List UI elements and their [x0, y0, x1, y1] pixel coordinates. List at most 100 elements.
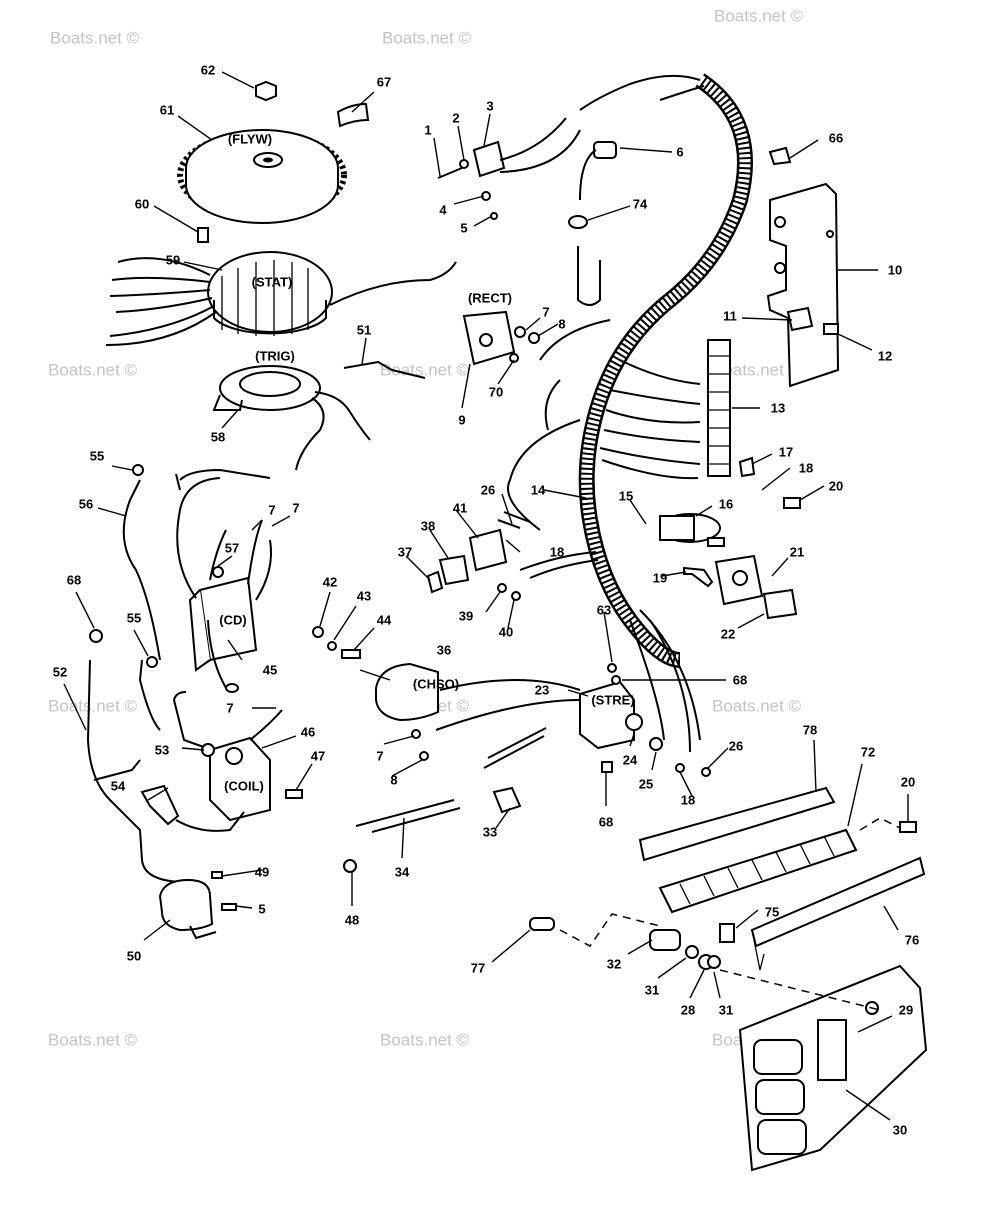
lead-part	[355, 799, 455, 827]
lead-part	[179, 468, 271, 481]
callout-9: 9	[458, 413, 465, 428]
watermark: Boats.net ©	[714, 7, 804, 26]
callout-1: 1	[424, 123, 431, 138]
leader-lines	[63, 71, 909, 1121]
callout-18b: 18	[550, 545, 564, 560]
tag-choke-solenoid: (CHSO)	[413, 677, 459, 692]
callout-31: 31	[645, 983, 659, 998]
callout-49: 49	[255, 865, 269, 880]
nut-part	[762, 588, 798, 620]
tag-trigger: (TRIG)	[255, 349, 295, 364]
callout-68: 68	[733, 673, 747, 688]
tag-rectifier: (RECT)	[468, 291, 512, 306]
callout-10: 10	[888, 263, 902, 278]
callout-59: 59	[166, 253, 180, 268]
callout-26: 26	[481, 483, 495, 498]
screw-part	[601, 761, 613, 773]
callout-7c: 7	[376, 749, 383, 764]
callout-7b: 7	[226, 701, 233, 716]
callout-32: 32	[607, 957, 621, 972]
back-plate-part	[738, 964, 928, 1172]
screw-part	[89, 629, 103, 643]
callout-77: 77	[471, 961, 485, 976]
screw-part	[132, 464, 144, 476]
terminal-part	[738, 456, 756, 478]
lead-part	[343, 360, 426, 379]
callout-24: 24	[623, 753, 638, 768]
callout-5: 5	[460, 221, 467, 236]
callout-37: 37	[398, 545, 412, 560]
fuse-part	[529, 917, 555, 931]
nut-part	[312, 626, 324, 638]
ignition-switch-part	[659, 513, 725, 547]
callout-20b: 20	[901, 775, 915, 790]
tag-stator: (STAT)	[252, 275, 293, 290]
screw-part	[341, 649, 361, 659]
watermark: Boats.net ©	[48, 697, 138, 716]
callout-68b: 68	[599, 815, 613, 830]
callout-22: 22	[721, 627, 735, 642]
callout-25: 25	[639, 777, 653, 792]
washer-part	[327, 641, 337, 651]
callout-50: 50	[127, 949, 141, 964]
tag-cd-module: (CD)	[219, 613, 246, 628]
choke-solenoid-part	[375, 662, 581, 731]
callout-55b: 55	[127, 611, 141, 626]
callout-70: 70	[489, 385, 503, 400]
stator-leads	[105, 257, 457, 346]
screw-part	[823, 323, 839, 335]
callout-56: 56	[79, 497, 93, 512]
lead-part	[497, 511, 531, 529]
nut-part	[607, 663, 617, 673]
callout-47: 47	[311, 749, 325, 764]
callout-5b: 5	[258, 902, 265, 917]
watermark: Boats.net ©	[48, 1031, 138, 1050]
module-part	[426, 528, 508, 594]
screw-part	[611, 675, 621, 685]
callout-36: 36	[437, 643, 451, 658]
screw-part	[211, 871, 223, 879]
screw-part	[509, 353, 519, 363]
clip-part	[492, 786, 522, 814]
callout-11: 11	[723, 309, 737, 324]
callout-72: 72	[861, 745, 875, 760]
callout-44: 44	[377, 613, 392, 628]
callout-7d: 7	[268, 503, 275, 518]
watermark: Boats.net ©	[48, 361, 138, 380]
clip-part	[768, 146, 792, 166]
watermark: Boats.net ©	[712, 361, 802, 380]
dashed-leader	[559, 913, 661, 947]
callout-19: 19	[653, 571, 667, 586]
callout-7: 7	[542, 305, 549, 320]
wiring-harness-part	[507, 73, 753, 753]
callout-68c: 68	[67, 573, 81, 588]
callout-55: 55	[90, 449, 104, 464]
spark-boot-part	[140, 784, 180, 826]
starter-solenoid-part	[158, 878, 217, 940]
callout-76: 76	[905, 933, 919, 948]
callout-61: 61	[160, 103, 174, 118]
nut-part	[675, 763, 685, 773]
ignition-coil-part	[172, 691, 283, 822]
nut-part	[732, 570, 748, 586]
clamp-part	[786, 306, 814, 332]
mounting-bracket-part	[766, 182, 840, 388]
trigger-part	[212, 365, 371, 471]
callout-46: 46	[301, 725, 315, 740]
callout-8: 8	[558, 317, 565, 332]
nut-part	[528, 332, 540, 344]
callout-78: 78	[803, 723, 817, 738]
callout-41: 41	[453, 501, 467, 516]
callout-74: 74	[633, 197, 648, 212]
watermark: Boats.net ©	[380, 1031, 470, 1050]
callout-57: 57	[225, 541, 239, 556]
callout-12: 12	[878, 349, 892, 364]
callout-42: 42	[323, 575, 337, 590]
cover-strip-part	[638, 786, 836, 862]
fuse-holder-part	[649, 929, 721, 970]
screw-part	[221, 903, 237, 911]
callout-31b: 31	[719, 1003, 733, 1018]
callout-39: 39	[459, 609, 473, 624]
